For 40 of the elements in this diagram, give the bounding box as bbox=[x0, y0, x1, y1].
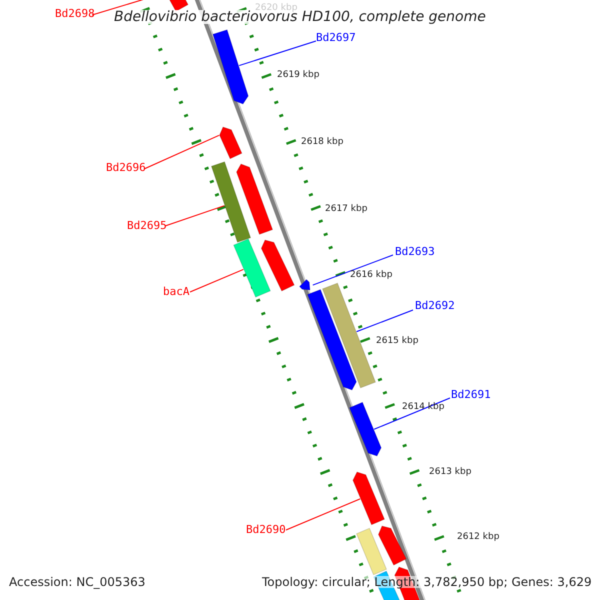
scale-label: 2619 kbp bbox=[277, 71, 320, 80]
gene-bar bbox=[322, 282, 376, 388]
gene-label: Bd2696 bbox=[106, 162, 146, 173]
scale-label: 2615 kbp bbox=[376, 337, 418, 346]
gene-bar bbox=[356, 528, 388, 576]
genome-info-text: Topology: circular; Length: 3,782,950 bp; Genes: 3,629 bbox=[262, 576, 592, 588]
gene-label: Bd2695 bbox=[127, 220, 167, 231]
accession-text: Accession: NC_005363 bbox=[9, 576, 146, 588]
gene-bar bbox=[219, 126, 242, 160]
leader-line bbox=[238, 40, 316, 66]
gene-bar bbox=[306, 288, 357, 390]
leader-line bbox=[164, 205, 225, 226]
leader-line bbox=[144, 134, 220, 170]
gene-bar bbox=[352, 472, 386, 526]
gene-bar bbox=[298, 278, 310, 290]
gene-bar bbox=[210, 161, 252, 243]
gene-bar bbox=[260, 240, 295, 292]
scale-label: 2616 kbp bbox=[350, 271, 392, 280]
leader-line bbox=[374, 398, 450, 430]
scale-label: 2613 kbp bbox=[429, 468, 472, 477]
scale-label: 2618 kbp bbox=[301, 138, 344, 147]
gene-label: Bd2698 bbox=[55, 8, 95, 19]
leader-line bbox=[356, 310, 414, 332]
gene-bar bbox=[233, 238, 271, 298]
gene-label: Bd2692 bbox=[415, 300, 455, 311]
scale-label: 2617 kbp bbox=[325, 205, 368, 214]
gene-bar bbox=[348, 402, 382, 456]
leader-line bbox=[286, 498, 361, 530]
scale-label: 2614 kbp bbox=[402, 403, 444, 412]
scale-label: 2612 kbp bbox=[457, 533, 500, 542]
gene-label: Bd2697 bbox=[316, 32, 356, 43]
leader-line bbox=[190, 268, 244, 292]
gene-label: bacA bbox=[163, 286, 190, 297]
gene-bar bbox=[212, 29, 249, 104]
gene-label: Bd2690 bbox=[246, 524, 286, 535]
gene-label: Bd2693 bbox=[395, 246, 435, 257]
leader-line bbox=[312, 254, 394, 286]
gene-label: Bd2691 bbox=[451, 389, 491, 400]
gene-bar bbox=[378, 526, 407, 566]
gene-bar bbox=[236, 164, 274, 235]
